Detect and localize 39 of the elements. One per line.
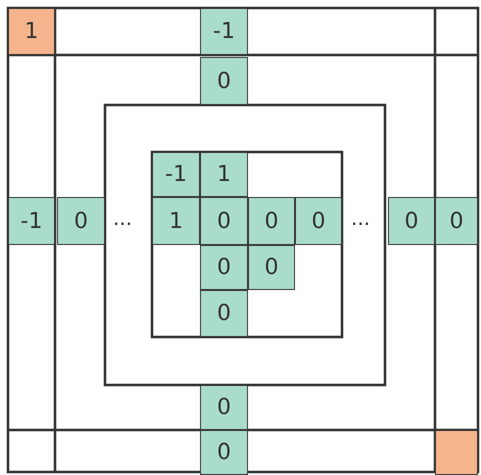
cell-value: 0: [217, 208, 231, 234]
cell-value: 1: [24, 19, 38, 44]
cell-value: 0: [404, 208, 418, 234]
cell-value: 0: [217, 255, 231, 280]
matrix-cell: [57, 197, 105, 245]
matrix-cell: [152, 152, 200, 197]
matrix-cell: [152, 197, 200, 245]
ellipsis: ...: [113, 206, 132, 230]
cell-value: 0: [217, 395, 231, 420]
cell-value: 0: [74, 208, 88, 234]
matrix-cell: [388, 197, 435, 245]
ellipsis: ...: [351, 206, 370, 230]
cell-value: 0: [264, 208, 278, 234]
cell-value: 0: [217, 440, 231, 465]
cell-value: 1: [217, 162, 231, 187]
matrix-cell: [8, 197, 55, 245]
highlighted-cell: [8, 8, 55, 55]
cell-value: -1: [213, 19, 235, 44]
highlighted-cell: [435, 430, 478, 475]
cell-value: 0: [450, 208, 464, 234]
matrix-cell: [435, 197, 478, 245]
cell-value: -1: [20, 208, 42, 234]
matrix-cell: [200, 385, 248, 430]
matrix-cell: [200, 430, 248, 475]
matrix-cell: [248, 245, 295, 290]
cell-value: -1: [165, 162, 187, 187]
cell-value: 1: [169, 208, 183, 234]
matrix-cell: [200, 8, 248, 55]
cell-value: 0: [217, 68, 231, 94]
matrix-cell: [200, 152, 248, 197]
matrix-cell: [248, 197, 295, 245]
matrix-cell: [295, 197, 342, 245]
cell-value: 0: [312, 208, 326, 234]
matrix-cell: [200, 290, 248, 337]
cell-value: 0: [264, 255, 278, 280]
matrix-cell: [200, 57, 248, 105]
matrix-cell: [200, 197, 248, 245]
matrix-cell: [200, 245, 248, 290]
cell-value: 0: [217, 301, 231, 326]
